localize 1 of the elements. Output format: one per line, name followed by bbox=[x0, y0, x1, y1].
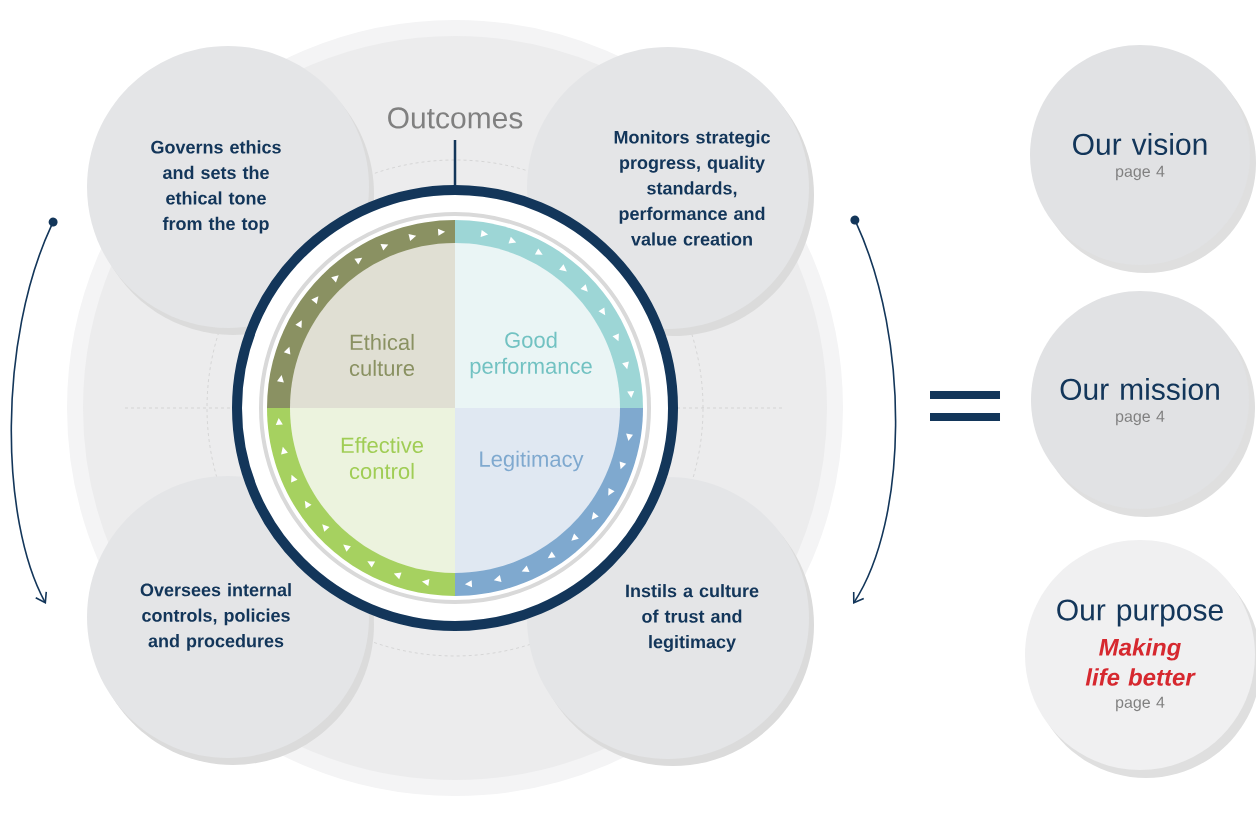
heading: Outcomes bbox=[388, 107, 523, 129]
